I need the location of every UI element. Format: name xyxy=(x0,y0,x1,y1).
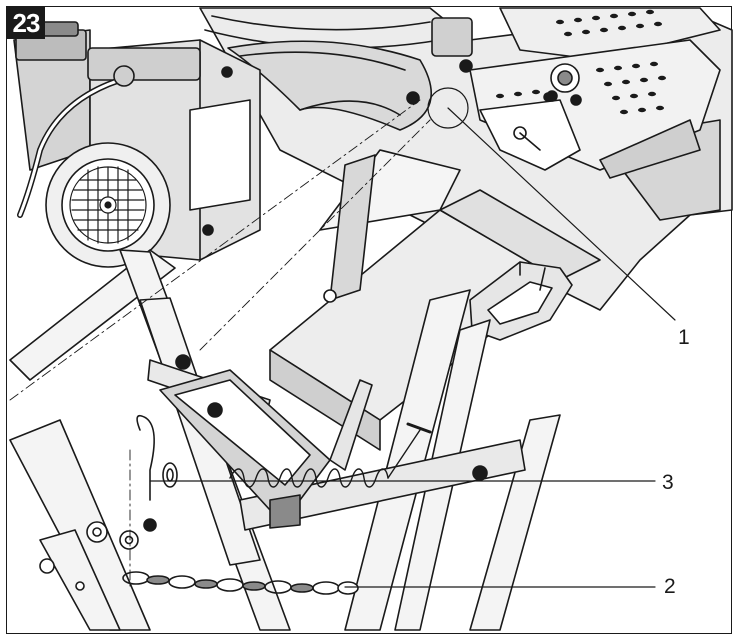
construction-lines xyxy=(9,99,431,591)
figure-frame xyxy=(6,6,732,634)
callout-label-2: 2 xyxy=(664,575,676,598)
callout-label-3: 3 xyxy=(662,471,674,494)
leader-lines xyxy=(149,87,676,588)
locking-pin xyxy=(136,414,178,501)
saw-arm xyxy=(269,149,601,451)
handle xyxy=(469,261,573,341)
callout-label-1: 1 xyxy=(678,326,690,349)
fan-grille xyxy=(69,166,147,244)
motor xyxy=(13,21,261,268)
bolts xyxy=(143,66,553,532)
washers xyxy=(39,521,139,591)
blade-guard xyxy=(227,40,432,131)
stand-frame xyxy=(9,249,561,631)
tension-spring xyxy=(229,422,432,488)
safety-chain xyxy=(122,571,359,595)
leader-line-1 xyxy=(447,107,676,321)
perforated-carriage xyxy=(431,7,721,179)
figure-number-badge: 23 xyxy=(7,7,45,39)
